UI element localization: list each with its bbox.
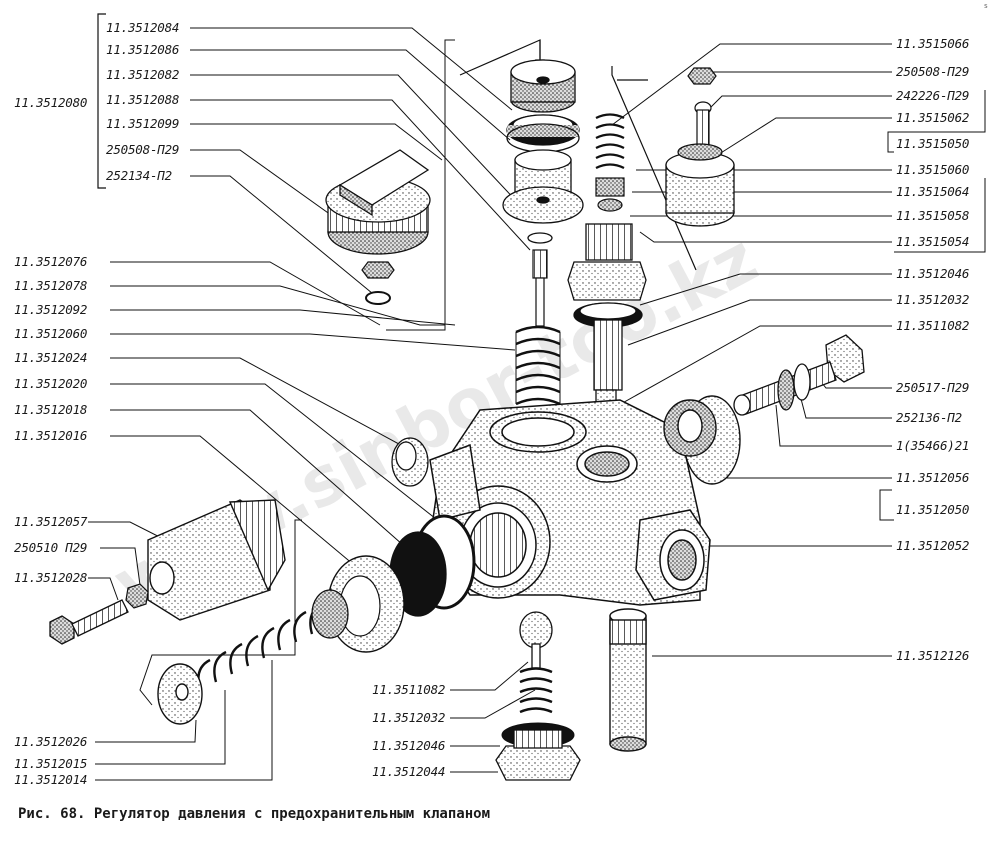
label-250508-right: 250508-П29 — [896, 64, 970, 79]
label-3512057: 11.3512057 — [14, 514, 88, 529]
spring-3512060 — [515, 325, 561, 406]
spring-3512032 — [519, 667, 553, 714]
cover-3512056 — [663, 395, 741, 485]
label-35466: 1(35466)21 — [896, 438, 970, 453]
label-3512015: 11.3512015 — [14, 756, 88, 771]
label-3515058: 11.3515058 — [896, 208, 970, 223]
label-3512092: 11.3512092 — [14, 302, 88, 317]
leader-lines-right — [139, 39, 986, 706]
group-bracket-3512080 — [97, 13, 106, 189]
label-3512056: 11.3512056 — [896, 470, 970, 485]
washer-252136 — [793, 363, 811, 401]
nut-250508-right — [687, 67, 717, 85]
cap-3512057 — [147, 499, 286, 621]
nut-250508-left — [361, 261, 395, 279]
label-3512026: 11.3512026 — [14, 734, 88, 749]
label-3512088: 11.3512088 — [106, 92, 180, 107]
label-3515062: 11.3515062 — [896, 110, 970, 125]
figure-caption: Рис. 68. Регулятор давления с предохрани… — [18, 806, 491, 822]
rod-3512014 — [311, 589, 349, 639]
spring-3515066 — [595, 113, 625, 170]
label-3512046-right: 11.3512046 — [896, 266, 970, 281]
assembly-guides — [459, 39, 697, 271]
label-3512032-lower: 11.3512032 — [372, 710, 446, 725]
cap-3515062 — [665, 143, 735, 227]
label-3515054: 11.3515054 — [896, 234, 970, 249]
bolt-3512028 — [49, 599, 129, 645]
label-3512044: 11.3512044 — [372, 764, 446, 779]
label-3512060: 11.3512060 — [14, 326, 88, 341]
lock-washer-252134 — [365, 291, 391, 305]
label-242226: 242226-П29 — [896, 88, 970, 103]
label-3511082-lower: 11.3511082 — [372, 682, 446, 697]
label-3512086: 11.3512086 — [106, 42, 180, 57]
label-3515066: 11.3515066 — [896, 36, 970, 51]
label-250508-left: 250508-П29 — [106, 142, 180, 157]
ball-3515064 — [597, 198, 623, 212]
label-3515050: 11.3515050 — [896, 136, 970, 151]
label-3512052: 11.3512052 — [896, 538, 970, 553]
label-252134: 252134-П2 — [106, 168, 172, 183]
seat-3515060 — [595, 177, 625, 197]
label-3515064: 11.3515064 — [896, 184, 970, 199]
piston-3512082 — [502, 149, 584, 224]
label-3512099: 11.3512099 — [106, 116, 180, 131]
label-3511082-right: 11.3511082 — [896, 318, 970, 333]
leader-lines-left — [88, 27, 536, 781]
label-3512078: 11.3512078 — [14, 278, 88, 293]
spring-3512015 — [197, 602, 323, 691]
corner-mark: s — [983, 2, 988, 10]
label-3512076: 11.3512076 — [14, 254, 88, 269]
valve-3511082 — [519, 611, 553, 669]
label-3512028: 11.3512028 — [14, 570, 88, 585]
label-250517: 250517-П29 — [896, 380, 970, 395]
ring-3512086 — [506, 114, 580, 153]
group-label: 11.3512080 — [14, 95, 88, 110]
label-3512032-right: 11.3512032 — [896, 292, 970, 307]
washer-3512088 — [527, 232, 553, 244]
cap-3512084 — [510, 59, 576, 113]
label-3512018: 11.3512018 — [14, 402, 88, 417]
label-250510: 250510 П29 — [14, 540, 88, 555]
label-252136: 252136-П2 — [896, 410, 962, 425]
label-3512046-lower: 11.3512046 — [372, 738, 446, 753]
disc-3512026 — [157, 663, 203, 725]
label-3512016: 11.3512016 — [14, 428, 88, 443]
label-3512082: 11.3512082 — [106, 67, 180, 82]
pin-3512099 — [532, 249, 548, 327]
nut-250510 — [125, 583, 149, 609]
label-3515060: 11.3515060 — [896, 162, 970, 177]
label-3512084: 11.3512084 — [106, 20, 180, 35]
label-3512126: 11.3512126 — [896, 648, 970, 663]
cup-3512024 — [391, 437, 429, 487]
gasket-35466 — [777, 369, 795, 411]
tube-3512126 — [609, 608, 647, 752]
plug-3512092 — [325, 149, 431, 255]
label-3512024: 11.3512024 — [14, 350, 88, 365]
label-3512050: 11.3512050 — [896, 502, 970, 517]
label-3512014: 11.3512014 — [14, 772, 88, 787]
plug-3512044 — [495, 729, 581, 781]
label-3512020: 11.3512020 — [14, 376, 88, 391]
